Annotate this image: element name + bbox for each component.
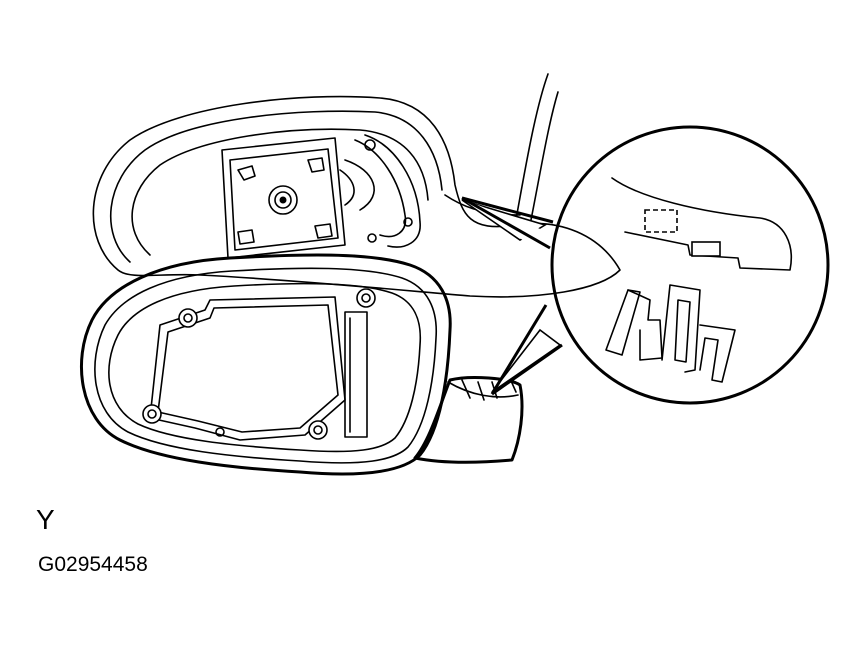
detail-clip-view — [605, 177, 792, 383]
detail-callout — [461, 125, 830, 405]
actuator-bracket — [221, 134, 421, 259]
view-label: Y — [36, 504, 55, 535]
mirror-housing-rear — [92, 73, 621, 298]
mirror-glass-holder — [80, 253, 452, 476]
figure-code: G02954458 — [38, 553, 148, 576]
